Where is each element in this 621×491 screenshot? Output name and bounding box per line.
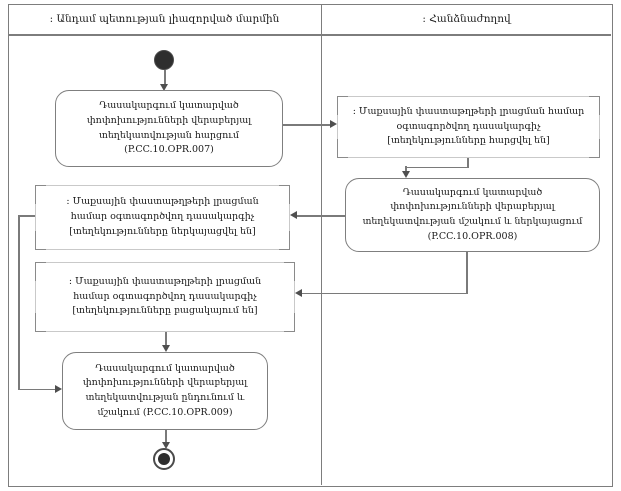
corner-bracket-icon [35,262,46,281]
arrowhead-down-icon [160,84,168,91]
object-node-classifier-requested: : Մաքսային փաստաթղթերի լրացման համար օգտ… [337,96,600,158]
corner-bracket-icon [279,185,290,204]
activity-node-request-info: Դասակարգում կատարված փոփոխությունների վե… [55,90,283,167]
arrowhead-left-icon [290,211,297,219]
arrowhead-down-icon [401,171,410,178]
flow-line-start [164,70,166,85]
final-node-dot [158,453,170,465]
arrowhead-left-icon [295,289,302,297]
initial-node [154,50,174,70]
object-node-classifier-presented: : Մաքսային փաստաթղթերի լրացման համար օգտ… [35,185,290,250]
activity-node-receive-and-process: Դասակարգում կատարված փոփոխությունների վե… [62,352,268,430]
flow-line [18,215,35,217]
arrowhead-right-icon [55,385,62,393]
corner-bracket-icon [284,262,295,281]
flow-line [302,292,467,294]
corner-bracket-icon [279,231,290,250]
flow-line [466,252,468,294]
flow-line [165,332,167,346]
flow-line [283,124,330,126]
final-node [153,448,175,470]
flow-line [467,158,469,168]
corner-bracket-icon [35,231,46,250]
flow-line [165,430,167,443]
object-node-label: : Մաքսային փաստաթղթերի լրացման համար օգտ… [352,105,585,147]
object-node-label: : Մաքսային փաստաթղթերի լրացման համար օգտ… [68,275,262,317]
flow-line [297,215,345,217]
flow-line [18,388,56,390]
corner-bracket-icon [284,313,295,332]
corner-bracket-icon [589,96,600,115]
corner-bracket-icon [337,96,348,115]
arrowhead-down-icon [161,442,170,449]
activity-node-label: Դասակարգում կատարված փոփոխությունների վե… [82,362,248,418]
arrowhead-down-icon [161,345,170,352]
arrowhead-right-icon [330,120,337,128]
swimlane-header-row: : Անդամ պետության լիազորված մարմին : Հան… [8,4,611,36]
corner-bracket-icon [589,139,600,158]
flow-line [405,166,468,168]
activity-node-label: Դասակարգում կատարված փոփոխությունների վե… [86,100,252,156]
activity-node-process-and-present: Դասակարգում կատարված փոփոխությունների վե… [345,178,600,252]
corner-bracket-icon [337,139,348,158]
lane-header-commission: : Հանձնաժողով [422,13,511,25]
corner-bracket-icon [35,185,46,204]
lane-header-authorized-body: : Անդամ պետության լիազորված մարմին [8,4,322,34]
object-node-classifier-missing: : Մաքսային փաստաթղթերի լրացման համար օգտ… [35,262,295,332]
lane-divider-line [321,36,322,485]
flow-line [405,166,407,172]
diagram-frame [8,4,613,487]
activity-node-label: Դասակարգում կատարված փոփոխությունների վե… [362,186,583,242]
corner-bracket-icon [35,313,46,332]
flow-line [18,215,20,390]
object-node-label: : Մաքսային փաստաթղթերի լրացման համար օգտ… [66,196,259,237]
